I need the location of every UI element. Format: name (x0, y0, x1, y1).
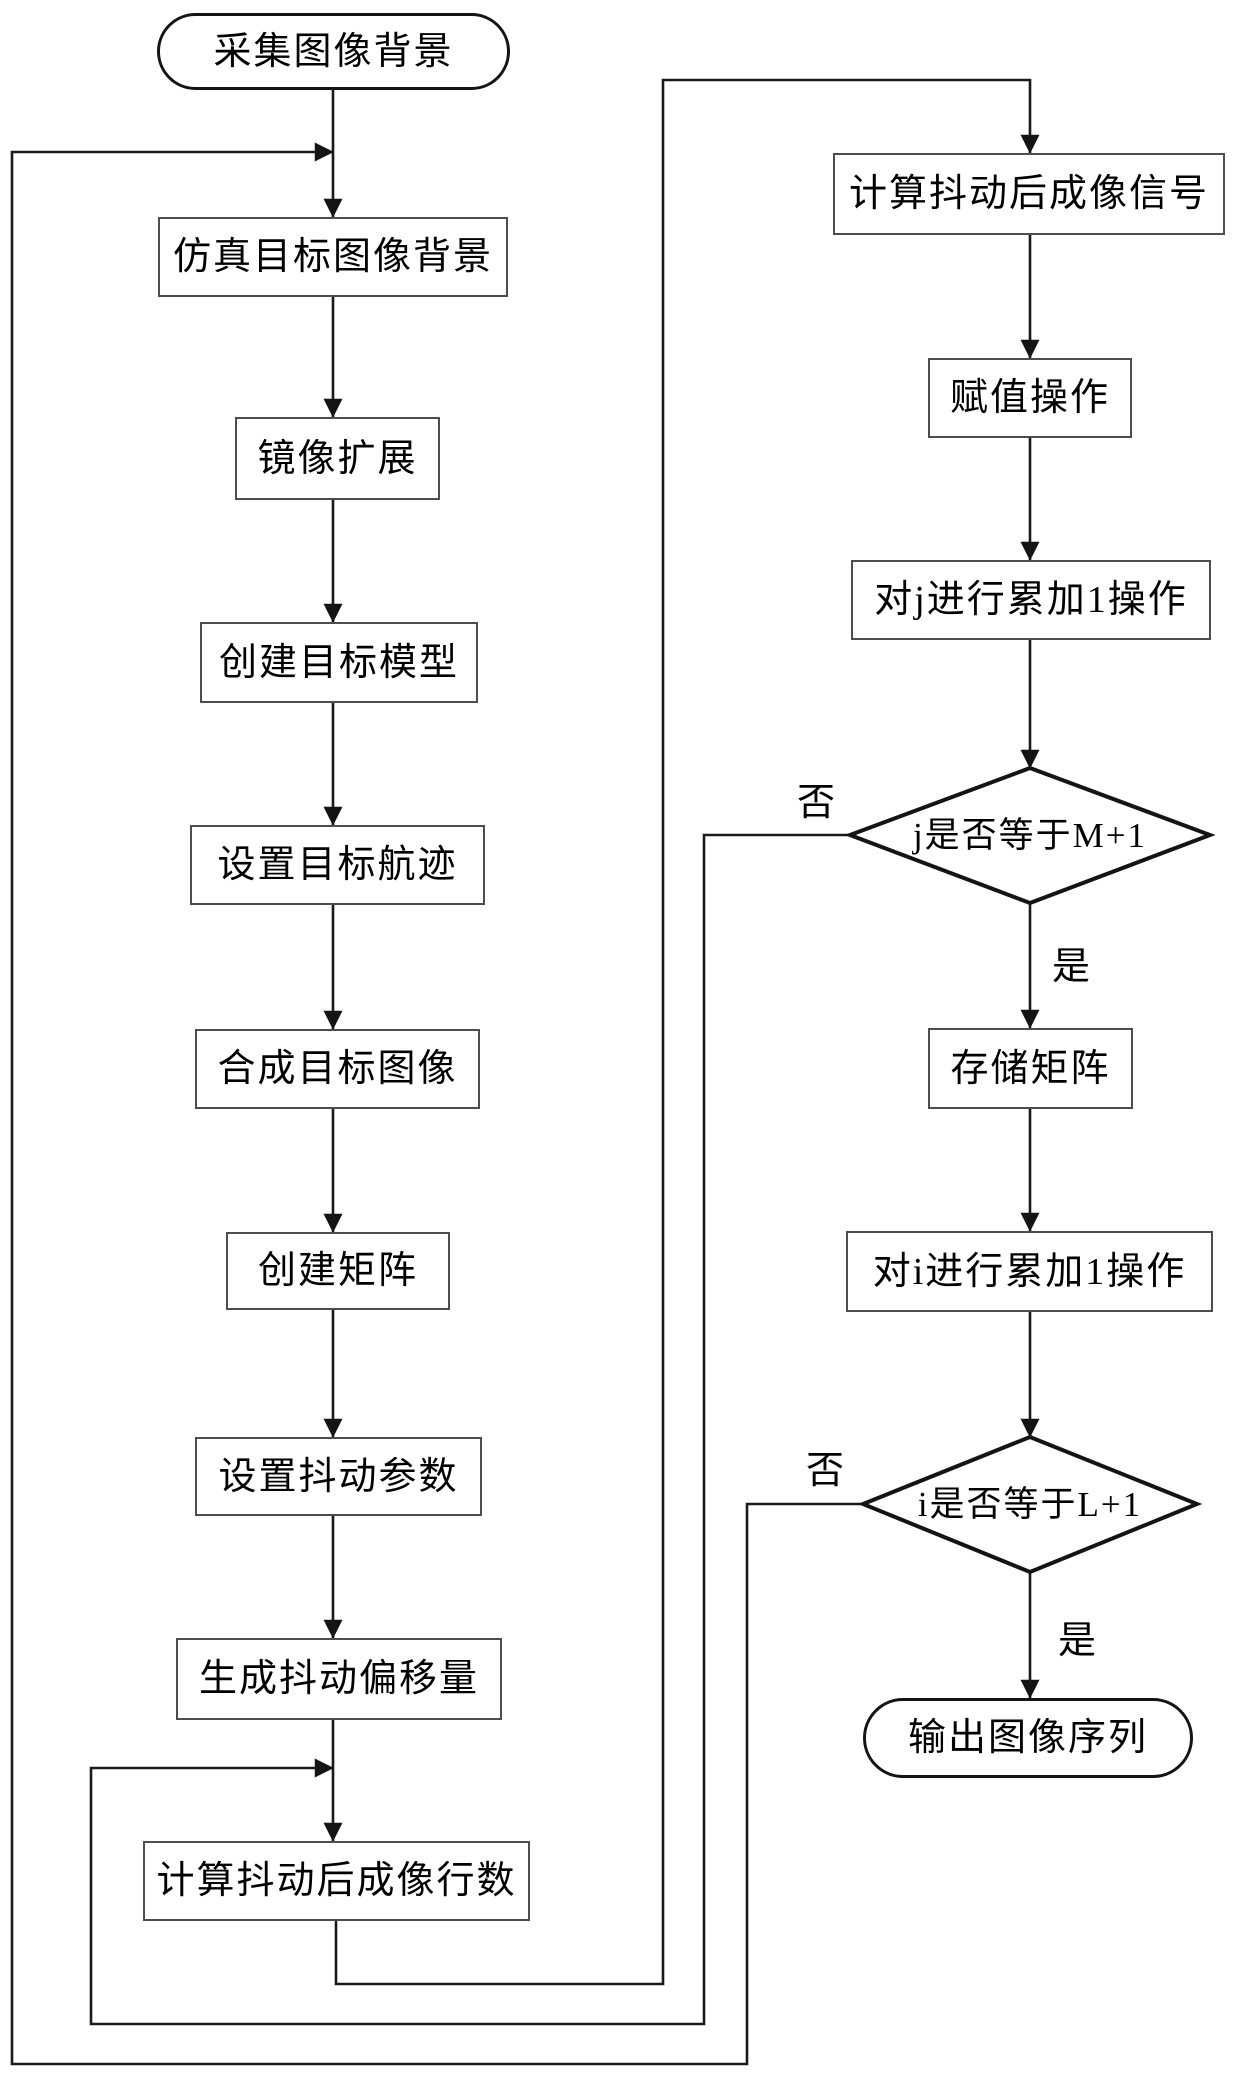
node-assignment-operation: 赋值操作 (928, 358, 1132, 438)
node-generate-jitter-offset: 生成抖动偏移量 (176, 1638, 502, 1720)
branch-label-no-j: 否 (797, 782, 836, 824)
node-simulate-target-image-background: 仿真目标图像背景 (158, 217, 508, 297)
edge-deci-no-loop-to-simbg (10, 142, 863, 2066)
branch-label-no-i: 否 (806, 1450, 845, 1492)
edge-decj-no-loop-to-rows (89, 833, 850, 2026)
decision-j-equals-m-plus-1-label: j是否等于M+1 (912, 815, 1148, 855)
branch-label-yes-i: 是 (1058, 1620, 1097, 1662)
node-increment-i-by-1: 对i进行累加1操作 (846, 1231, 1213, 1312)
node-increment-j-by-1: 对j进行累加1操作 (851, 560, 1211, 640)
node-create-target-model: 创建目标模型 (200, 622, 478, 703)
node-mirror-extension: 镜像扩展 (235, 417, 440, 500)
node-store-matrix: 存储矩阵 (928, 1028, 1133, 1109)
node-synthesize-target-image: 合成目标图像 (195, 1029, 480, 1109)
edge-rows-to-signal-routed (334, 78, 1040, 1986)
node-create-matrix: 创建矩阵 (226, 1232, 450, 1310)
node-set-target-track: 设置目标航迹 (190, 825, 485, 905)
node-set-jitter-parameters: 设置抖动参数 (195, 1437, 482, 1516)
node-compute-image-rows-after-jitter: 计算抖动后成像行数 (143, 1841, 530, 1921)
node-compute-image-signal-after-jitter: 计算抖动后成像信号 (833, 153, 1225, 235)
decision-i-equals-l-plus-1-label: i是否等于L+1 (917, 1484, 1143, 1524)
branch-label-yes-j: 是 (1052, 946, 1091, 988)
node-start-collect-image-background: 采集图像背景 (157, 13, 510, 90)
decision-j-equals-m-plus-1-shape (844, 765, 1216, 906)
node-output-image-sequence: 输出图像序列 (863, 1698, 1193, 1778)
decision-i-equals-l-plus-1-shape (857, 1434, 1203, 1575)
